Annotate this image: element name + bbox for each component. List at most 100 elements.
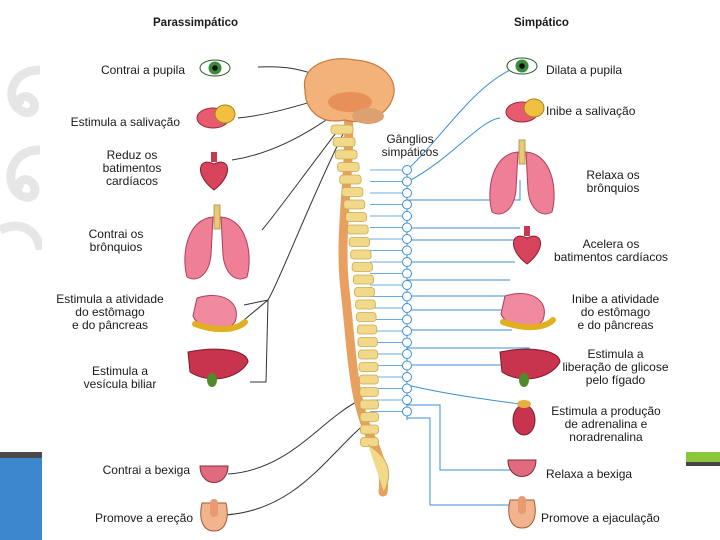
left-stomach-pancreas-icon [192,294,248,332]
vertebra [348,237,371,247]
ganglion [402,349,412,359]
vertebra [339,174,362,185]
vertebra [360,437,379,447]
liver-body [499,348,561,380]
vertebra [335,149,358,160]
eye-pupil [519,63,525,69]
ganglion [402,326,412,336]
sym-label-8: Relaxa a bexiga [546,468,666,481]
vertebra [351,262,373,272]
parasympathetic-nerve [261,124,343,231]
para-label-2: Estimula a salivação [45,116,180,129]
para-label-1: Contrai a pupila [60,64,185,77]
para-label-6-line: Estimula a [91,364,149,378]
vertebra [345,212,367,222]
vertebra [343,199,366,210]
slide-accent-green [686,452,720,462]
ganglion [402,199,412,210]
trachea [213,204,221,230]
right-lungs-icon [489,139,555,215]
parasympathetic-nerve [227,399,361,475]
organs-group [184,57,561,532]
sym-label-3-line: Relaxa os [586,168,640,182]
left-lung [489,151,519,215]
para-label-3-line: batimentos [102,161,162,175]
para-label-5-line: Estimula a atividade [56,292,164,306]
sacrum [367,444,390,493]
ganglion [402,303,412,313]
pancreas [192,319,248,332]
sym-label-9-line: Promove a ejaculação [541,511,660,525]
sympathetic-nerve [407,417,520,506]
bladder-body [507,459,537,477]
left-heart-icon [200,152,228,191]
ganglion [402,406,412,417]
right-adrenal-kidney-icon [512,400,536,436]
vertebra [356,324,378,335]
sympathetic-nerve [406,69,511,171]
heart-body [200,161,228,191]
left-eye-icon [199,59,231,77]
sympathetic-nerve [406,117,501,183]
ganglion [402,165,412,175]
ganglion [402,372,412,382]
right-liver-icon [499,348,561,387]
spinal-column [330,105,390,497]
sym-label-4-line: Acelera os [582,237,640,251]
sym-label-1: Dilata a pupila [546,64,666,77]
sym-label-2: Inibe a salivação [546,105,676,118]
gallbladder [519,373,529,387]
sym-label-7-line: noradrenalina [569,430,643,444]
para-label-7-line: Contrai a bexiga [102,463,190,477]
vertebra [347,224,369,235]
bladder-body [199,465,229,483]
vertebra [352,274,374,285]
para-label-7: Contrai a bexiga [70,464,190,477]
ganglion [402,360,412,371]
ganglia-label-line: Gânglios [386,132,434,146]
sym-label-8-line: Relaxa a bexiga [546,467,633,481]
sympathetic-nerves [406,69,530,506]
para-label-8-line: Promove a ereção [94,511,193,525]
ganglion [402,280,412,290]
slide-accent-dark-right [686,462,720,466]
sym-label-9: Promove a ejaculação [541,512,691,525]
ganglion [402,234,412,244]
right-stomach-pancreas-icon [500,292,556,330]
para-label-4-line: Contrai os [88,227,144,241]
parasympathetic-nerve [224,419,371,516]
salivary-yellow [214,104,236,124]
vertebra [354,287,375,297]
vertebra [359,424,379,435]
sym-label-5-line: e do pâncreas [577,318,654,332]
vertebra [358,374,379,385]
sym-label-5-line: Inibe a atividade [571,292,660,306]
sym-label-3-line: brônquios [586,181,640,195]
vertebra [358,362,379,372]
parasympathetic-nerve [243,129,346,306]
pancreas [500,317,556,330]
sym-label-6-line: liberação de glicose [562,360,669,374]
ganglion [402,268,412,279]
vertebra [357,337,378,347]
para-label-5-line: e do pâncreas [71,318,149,332]
right-bladder-icon [507,459,537,477]
sym-label-5-line: do estômago [580,305,651,319]
vertebra [330,124,354,135]
left-lungs-icon [184,204,250,280]
genitals-shaft [210,499,218,517]
right-salivary-gland-icon [505,98,545,123]
decorative-swirl-icon [0,65,42,250]
kidney-body [512,404,536,436]
vertebra [359,399,379,410]
para-label-5-line: do estômago [75,305,145,319]
para-label-2-line: Estimula a salivação [70,115,180,129]
parasympathetic-header: Parassimpático [153,17,239,29]
parasympathetic-nerve [250,299,269,383]
left-bladder-icon [199,465,229,483]
left-genitals-icon [200,499,228,532]
